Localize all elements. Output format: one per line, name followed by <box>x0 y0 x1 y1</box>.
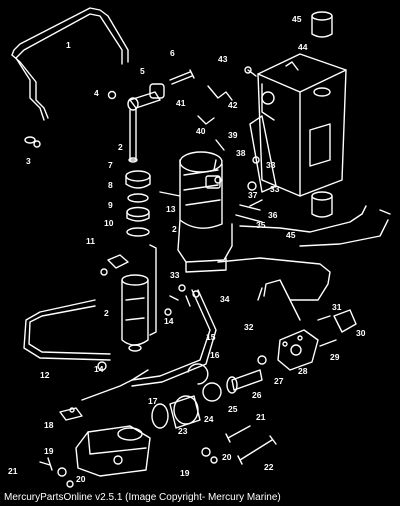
tube-part-32 <box>257 279 301 321</box>
callout-38: 38 <box>236 148 246 158</box>
clip-part-3 <box>24 136 36 144</box>
callout-21: 21 <box>256 412 266 422</box>
manifold-part-18 <box>75 425 151 477</box>
callout-14: 14 <box>164 316 174 326</box>
callout-36: 36 <box>268 210 278 220</box>
bolt-part-21 <box>39 457 53 471</box>
callout-37: 37 <box>248 190 258 200</box>
callout-24: 24 <box>204 414 214 424</box>
callout-2: 2 <box>118 142 123 152</box>
callout-20: 20 <box>222 452 232 462</box>
seal-part-25 <box>202 382 222 402</box>
piston-part-26 <box>231 369 263 391</box>
callout-27: 27 <box>274 376 284 386</box>
pin-part-31 <box>317 315 331 321</box>
wire-part-35 <box>239 213 363 233</box>
callout-45: 45 <box>292 14 302 24</box>
ring-part-27 <box>257 355 267 365</box>
callout-42: 42 <box>228 100 238 110</box>
callout-8: 8 <box>108 180 113 190</box>
screw-part-38 <box>252 156 260 164</box>
callout-2: 2 <box>104 308 109 318</box>
callout-22: 22 <box>264 462 274 472</box>
callout-10: 10 <box>104 218 114 228</box>
callout-13: 13 <box>166 204 176 214</box>
bolt-part-6 <box>169 69 195 85</box>
callout-41: 41 <box>176 98 186 108</box>
reservoir-part-44 <box>257 53 347 197</box>
callout-34: 34 <box>220 294 230 304</box>
callout-20: 20 <box>76 474 86 484</box>
tube-part-12 <box>23 299 111 361</box>
callout-23: 23 <box>178 426 188 436</box>
callout-14: 14 <box>94 364 104 374</box>
callout-29: 29 <box>330 352 340 362</box>
callout-3: 3 <box>26 156 31 166</box>
callout-5: 5 <box>140 66 145 76</box>
washer-part-20 <box>66 480 74 488</box>
cylinder-body <box>121 279 149 346</box>
fitting-part-33 <box>178 284 186 292</box>
ring-part-8 <box>127 193 149 203</box>
oring-part-23 <box>151 403 169 429</box>
oring-part-10 <box>126 227 150 237</box>
retainer-part-16 <box>187 363 209 385</box>
callout-44: 44 <box>298 42 308 52</box>
callout-25: 25 <box>228 404 238 414</box>
callout-33: 33 <box>170 270 180 280</box>
wire-part-40 <box>197 115 215 125</box>
bolt-part-22 <box>237 435 277 465</box>
callout-43: 43 <box>218 54 228 64</box>
fitting-part-11 <box>107 254 129 269</box>
callout-21: 21 <box>8 466 18 476</box>
callout-19: 19 <box>44 446 54 456</box>
callout-11: 11 <box>86 236 95 246</box>
bolt-part-29 <box>319 339 337 347</box>
tube-part-17 <box>81 369 149 401</box>
sleeve-part-24 <box>169 395 201 429</box>
callout-33: 33 <box>266 160 276 170</box>
callout-9: 9 <box>108 200 113 210</box>
washer-part-19 <box>57 467 67 477</box>
copyright-footer: MercuryPartsOnline v2.5.1 (Image Copyrig… <box>0 490 400 506</box>
callout-17: 17 <box>148 396 158 406</box>
callout-12: 12 <box>40 370 50 380</box>
callout-16: 16 <box>210 350 220 360</box>
screw-part-43 <box>244 66 252 74</box>
cap-part-45 <box>311 15 333 38</box>
bolt-part-36 <box>249 199 263 207</box>
nut-part-4 <box>107 90 117 100</box>
washer-part-37 <box>247 181 257 191</box>
callout-30: 30 <box>356 328 366 338</box>
callout-28: 28 <box>298 366 308 376</box>
callout-26: 26 <box>252 390 262 400</box>
seal-part-9 <box>126 206 150 218</box>
callout-39: 39 <box>228 130 238 140</box>
callout-18: 18 <box>44 420 54 430</box>
bracket-part-30 <box>333 309 357 333</box>
bushing-part-5 <box>149 83 165 99</box>
callout-4: 4 <box>94 88 99 98</box>
callout-35: 35 <box>256 220 266 230</box>
callout-19: 19 <box>180 468 190 478</box>
callout-31: 31 <box>332 302 342 312</box>
callout-7: 7 <box>108 160 113 170</box>
callout-40: 40 <box>196 126 206 136</box>
wire-part-41 <box>207 85 233 101</box>
tube-part-1 <box>11 7 129 63</box>
callout-33: 33 <box>270 184 280 194</box>
callout-2: 2 <box>172 224 177 234</box>
callout-1: 1 <box>66 40 71 50</box>
exploded-parts-diagram: 1 2 2 2 3 4 5 6 7 8 9 10 11 12 13 14 14 … <box>8 7 391 488</box>
callout-32: 32 <box>244 322 254 332</box>
fitting-part-14 <box>97 361 107 371</box>
valve-block-part-28 <box>277 329 319 371</box>
callout-45: 45 <box>286 230 296 240</box>
callout-6: 6 <box>170 48 175 58</box>
pivot-pin-part-2 <box>129 91 161 109</box>
cap-part-7 <box>125 170 151 182</box>
hose-part-15 <box>131 289 211 381</box>
callout-15: 15 <box>206 332 216 342</box>
strap-part-39 <box>249 115 277 193</box>
